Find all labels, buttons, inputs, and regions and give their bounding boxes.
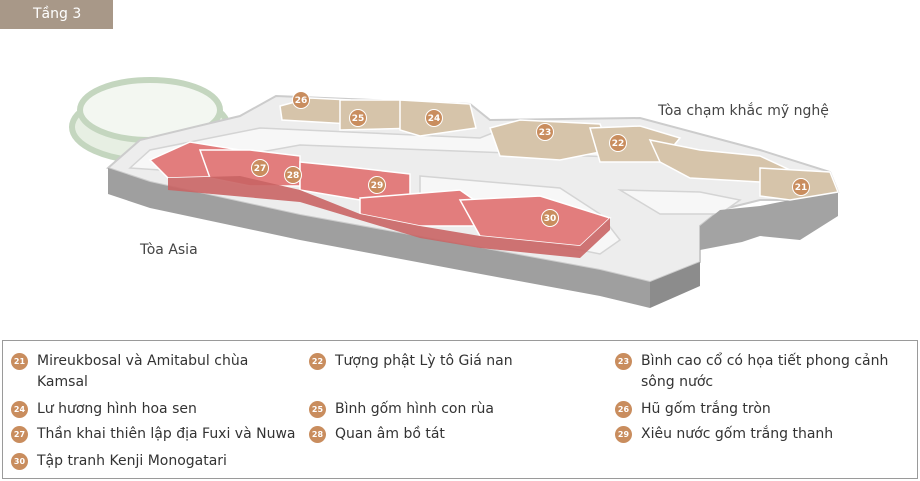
legend-number-badge: 25 (309, 401, 326, 418)
legend-number-badge: 21 (11, 353, 28, 370)
legend-text: Bình cao cổ có họa tiết phong cảnh sông … (641, 353, 889, 390)
map-marker-24[interactable]: 24 (425, 109, 443, 127)
legend-number-badge: 22 (309, 353, 326, 370)
legend-item-22[interactable]: 22 Tượng phật Lỳ tô Giá nan (309, 351, 599, 372)
map-marker-22[interactable]: 22 (609, 134, 627, 152)
floor-slab-side (650, 262, 700, 308)
legend-text: Thần khai thiên lập địa Fuxi và Nuwa (37, 426, 296, 442)
building-label-asia: Tòa Asia (140, 242, 198, 258)
legend-text: Xiêu nước gốm trắng thanh (641, 426, 834, 442)
legend-number-badge: 30 (11, 453, 28, 470)
legend-number-badge: 26 (615, 401, 632, 418)
map-marker-30[interactable]: 30 (541, 209, 559, 227)
floor-plan-drawing (69, 77, 840, 308)
legend-item-30[interactable]: 30 Tập tranh Kenji Monogatari (11, 451, 301, 472)
legend-text: Lư hương hình hoa sen (37, 401, 197, 417)
map-marker-29[interactable]: 29 (368, 176, 386, 194)
map-marker-27[interactable]: 27 (251, 159, 269, 177)
legend-number-badge: 24 (11, 401, 28, 418)
building-label-crafts: Tòa chạm khắc mỹ nghệ (658, 103, 829, 119)
legend-text: Hũ gốm trắng tròn (641, 401, 771, 417)
map-marker-21[interactable]: 21 (792, 178, 810, 196)
legend-item-25[interactable]: 25 Bình gốm hình con rùa (309, 399, 599, 420)
rotunda (69, 77, 231, 164)
floor-tab[interactable]: Tầng 3 (0, 0, 113, 29)
map-marker-28[interactable]: 28 (284, 166, 302, 184)
floor-slab-wing-front (700, 192, 838, 250)
legend-text: Quan âm bồ tát (335, 426, 445, 442)
legend-number-badge: 28 (309, 426, 326, 443)
map-marker-25[interactable]: 25 (349, 109, 367, 127)
map-marker-26[interactable]: 26 (292, 91, 310, 109)
floor-map: Tòa chạm khắc mỹ nghệ Tòa Asia 26 25 24 … (0, 30, 920, 336)
floor-slab-front (108, 168, 650, 308)
legend-item-27[interactable]: 27 Thần khai thiên lập địa Fuxi và Nuwa (11, 424, 309, 445)
legend-text: Bình gốm hình con rùa (335, 401, 494, 417)
legend-text: Tập tranh Kenji Monogatari (37, 453, 227, 469)
legend-item-24[interactable]: 24 Lư hương hình hoa sen (11, 399, 301, 420)
legend-text: Mireukbosal và Amitabul chùa Kamsal (37, 353, 249, 390)
legend-number-badge: 29 (615, 426, 632, 443)
legend-item-23[interactable]: 23 Bình cao cổ có họa tiết phong cảnh sô… (615, 351, 905, 393)
legend-item-29[interactable]: 29 Xiêu nước gốm trắng thanh (615, 424, 905, 445)
legend-item-26[interactable]: 26 Hũ gốm trắng tròn (615, 399, 905, 420)
legend-item-21[interactable]: 21 Mireukbosal và Amitabul chùa Kamsal (11, 351, 291, 393)
asia-exhibit-front (168, 176, 610, 258)
legend: 21 Mireukbosal và Amitabul chùa Kamsal 2… (2, 340, 918, 479)
map-marker-23[interactable]: 23 (536, 123, 554, 141)
legend-text: Tượng phật Lỳ tô Giá nan (335, 353, 513, 369)
legend-number-badge: 23 (615, 353, 632, 370)
legend-item-28[interactable]: 28 Quan âm bồ tát (309, 424, 599, 445)
asia-exhibits (148, 141, 612, 247)
legend-number-badge: 27 (11, 426, 28, 443)
